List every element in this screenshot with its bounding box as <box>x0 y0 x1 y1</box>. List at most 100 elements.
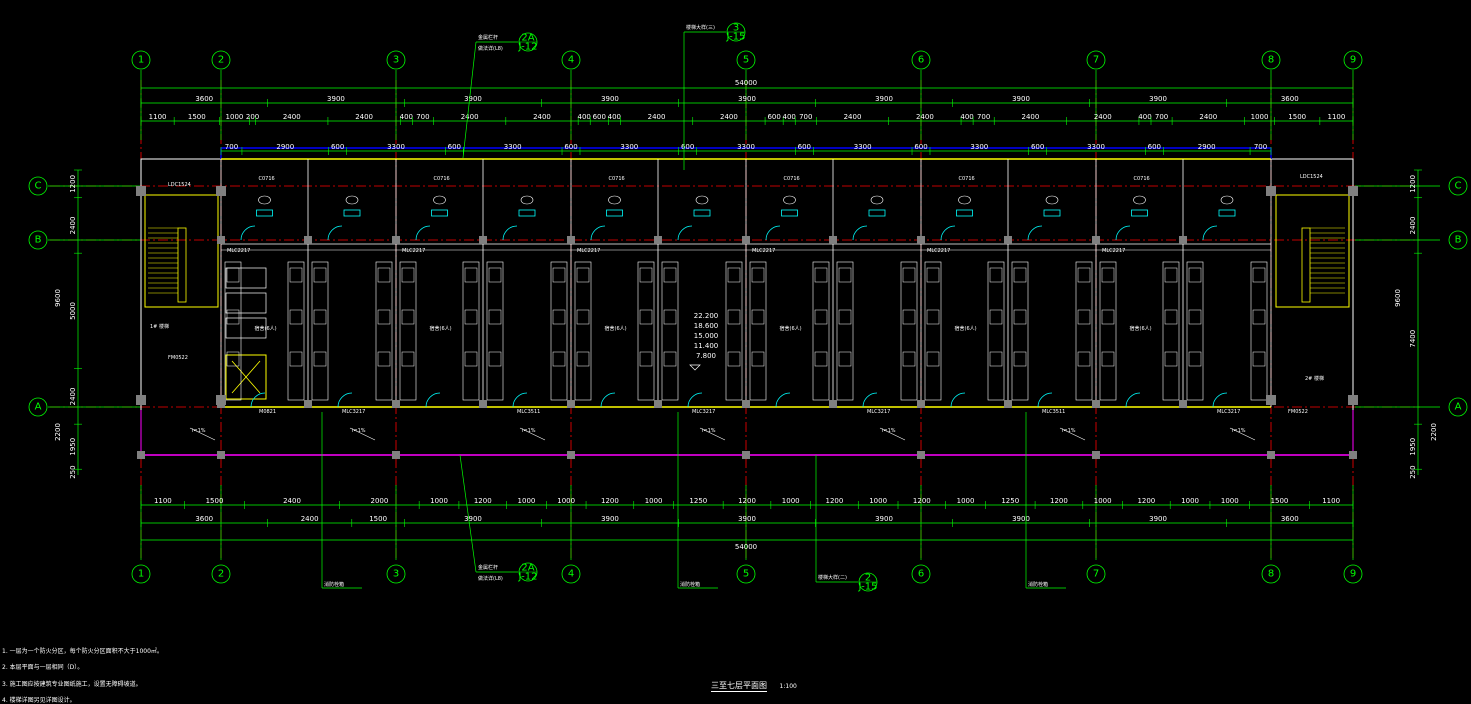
top-detail-value: 1000 <box>226 113 244 121</box>
top-detail-value: 2400 <box>916 113 934 121</box>
axis-bubble-7 <box>1086 564 1106 584</box>
right-dims-value: 250 <box>1409 465 1417 478</box>
column <box>1179 236 1187 244</box>
stair-1-label: 1# 楼梯 <box>150 323 169 330</box>
door-tag: FM0522 <box>1288 409 1308 415</box>
window-dims-value: 600 <box>448 143 461 151</box>
bunk-unit <box>989 267 1003 283</box>
level-mark: 18.600 <box>694 322 719 330</box>
column <box>1348 186 1358 196</box>
bunk-unit <box>1101 351 1115 367</box>
toilet <box>1220 195 1234 205</box>
toilet <box>520 195 534 205</box>
bunk-unit <box>1013 351 1027 367</box>
top-span-value: 3900 <box>1149 95 1167 103</box>
stair-1 <box>144 194 219 308</box>
door-swing <box>512 392 528 408</box>
bunk-right <box>1075 261 1093 401</box>
window-dims-value: 2900 <box>276 143 294 151</box>
level-symbol <box>689 364 701 371</box>
slope-arrow <box>349 427 376 441</box>
bunk-unit <box>1252 267 1266 283</box>
right-outer: 2200 <box>1430 423 1438 441</box>
axis-bubble-8 <box>1261 564 1281 584</box>
room-label: 宿舍(6人) <box>955 325 977 332</box>
bottom-detail-value: 1000 <box>430 497 448 505</box>
door-swing <box>327 225 343 241</box>
axis-bubble-5 <box>736 564 756 584</box>
bunk-unit <box>552 267 566 283</box>
column <box>829 236 837 244</box>
slope-arrow <box>519 427 546 441</box>
bunk-unit <box>1077 267 1091 283</box>
shaft-x2 <box>231 360 261 394</box>
top-span-value: 3900 <box>327 95 345 103</box>
bunk-unit <box>1164 351 1178 367</box>
bunk-unit <box>1164 309 1178 325</box>
column <box>1004 236 1012 244</box>
axis-label-3: 3 <box>393 569 399 580</box>
column <box>392 400 400 408</box>
bunk-unit <box>377 351 391 367</box>
bunk-left <box>836 261 854 401</box>
bunk-unit <box>226 309 240 325</box>
top-span-value: 3900 <box>738 95 756 103</box>
axis-bubble-A <box>28 397 48 417</box>
top-span-value: 3900 <box>464 95 482 103</box>
right-dims-value: 2400 <box>1409 217 1417 235</box>
bunk-left <box>1099 261 1117 401</box>
slope-tag: i=1% <box>1062 428 1076 434</box>
level-mark: 11.400 <box>694 342 719 350</box>
axis-label-6: 6 <box>918 55 924 66</box>
right-dims-value: 1950 <box>1409 438 1417 456</box>
column <box>917 451 925 459</box>
note-2: 2. 本层平面与一层相同（D）。 <box>2 664 84 671</box>
bunk-right <box>287 261 305 401</box>
column <box>479 236 487 244</box>
axis-bubble-7 <box>1086 50 1106 70</box>
column <box>567 236 575 244</box>
column <box>742 400 750 408</box>
bunk-unit <box>576 267 590 283</box>
section-bot-ref: J-15 <box>858 582 878 593</box>
bottom-detail-value: 2400 <box>283 497 301 505</box>
bunk-unit <box>226 351 240 367</box>
window-dims-value: 600 <box>914 143 927 151</box>
sink <box>693 209 711 217</box>
window-tag: C0716 <box>784 176 800 182</box>
room-label: 宿舍(6人) <box>430 325 452 332</box>
door-swing <box>415 225 431 241</box>
window-dims-value: 700 <box>1254 143 1267 151</box>
bottom-span-value: 3900 <box>601 515 619 523</box>
window-tag: MLC3217 <box>342 409 365 415</box>
column <box>1092 451 1100 459</box>
bunk-left <box>311 261 329 401</box>
bunk-unit <box>289 351 303 367</box>
bunk-left <box>749 261 767 401</box>
bunk-unit <box>663 267 677 283</box>
bottom-detail-value: 1000 <box>645 497 663 505</box>
top-span-value: 3600 <box>195 95 213 103</box>
top-detail-value: 600 <box>767 113 780 121</box>
bunk-right <box>1250 261 1268 401</box>
window-dims-value: 3300 <box>387 143 405 151</box>
bunk-unit <box>751 351 765 367</box>
axis-label-1: 1 <box>138 569 144 580</box>
bunk-unit <box>576 351 590 367</box>
window-dims-value: 700 <box>225 143 238 151</box>
bunk-right <box>900 261 918 401</box>
axis-bubble-2 <box>211 50 231 70</box>
axis-label-3: 3 <box>393 55 399 66</box>
window-dims-value: 3300 <box>854 143 872 151</box>
door-swing <box>940 225 956 241</box>
bottom-detail-value: 1200 <box>826 497 844 505</box>
axis-bubble-3 <box>386 50 406 70</box>
window-tag: C0716 <box>259 176 275 182</box>
bunk-left <box>924 261 942 401</box>
door-tag: FM0522 <box>168 355 188 361</box>
bunk-unit <box>751 309 765 325</box>
drawing-title-block: 三至七层平面图 1:100 <box>711 680 797 692</box>
bunk-left <box>574 261 592 401</box>
column <box>392 451 400 459</box>
bunk-unit <box>639 309 653 325</box>
